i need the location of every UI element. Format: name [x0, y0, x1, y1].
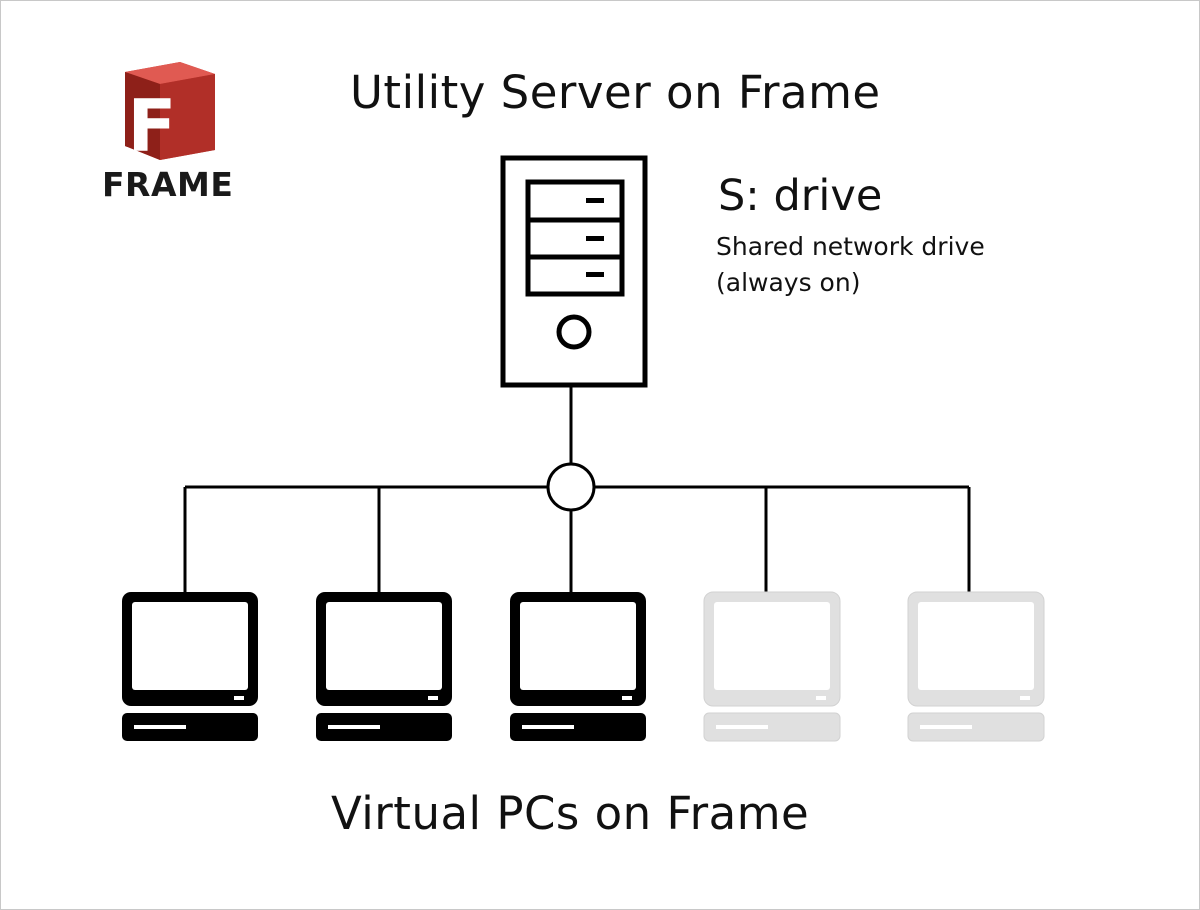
drive-description: Shared network drive (always on)	[716, 232, 985, 297]
server-icon	[500, 155, 648, 388]
drive-label: S: drive	[718, 171, 883, 221]
pcs-caption: Virtual PCs on Frame	[331, 787, 810, 840]
diagram-title: Utility Server on Frame	[350, 66, 881, 119]
pc-icon	[907, 591, 1045, 742]
pc-icon	[703, 591, 841, 742]
logo-letter: F	[127, 84, 176, 168]
virtual-pcs	[122, 591, 1045, 742]
network-hub-icon	[546, 462, 596, 512]
logo-text: FRAME	[102, 165, 234, 204]
frame-logo-icon: F	[125, 62, 215, 168]
pc-icon	[510, 592, 646, 741]
network-lines	[183, 385, 971, 592]
pc-icon	[122, 592, 258, 741]
pc-icon	[316, 592, 452, 741]
